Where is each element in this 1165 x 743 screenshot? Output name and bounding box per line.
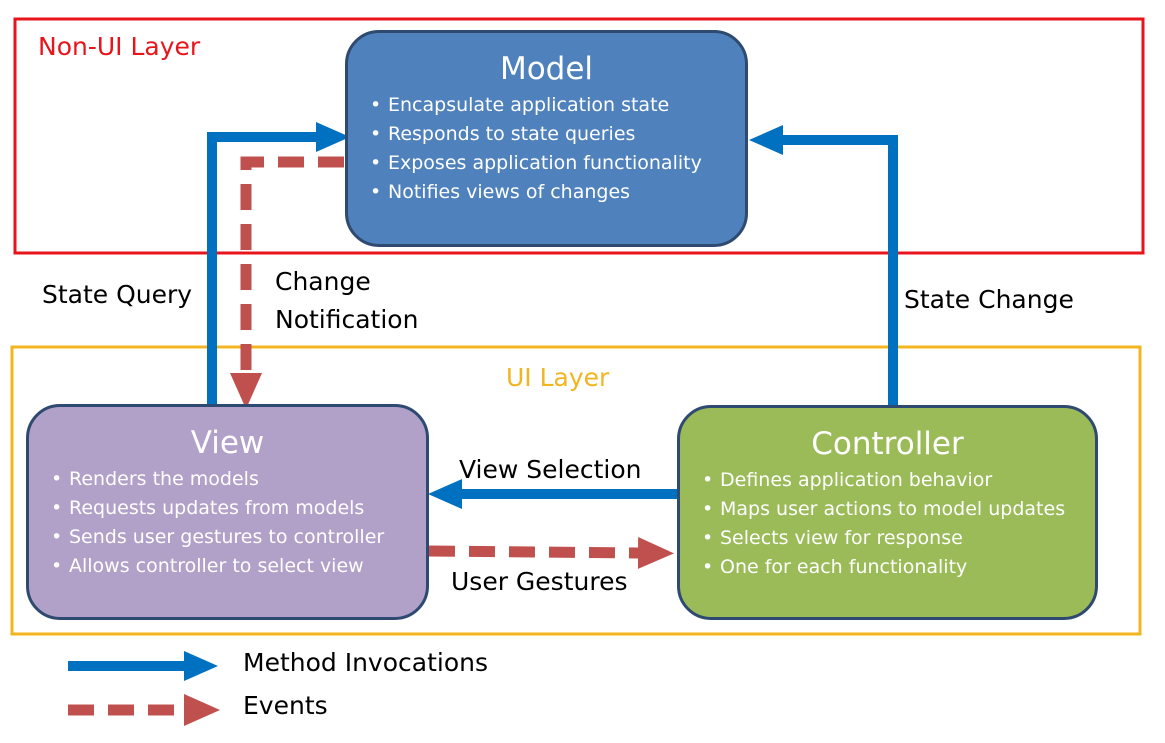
legend-method-label: Method Invocations [243,648,488,677]
list-item: •Selects view for response [702,527,963,549]
view-box: View •Renders the models •Requests updat… [26,404,429,620]
non-ui-layer-label: Non-UI Layer [38,32,201,61]
non-ui-layer-frame [13,17,1145,255]
list-item: •Allows controller to select view [51,555,364,577]
ui-layer-label: UI Layer [506,363,610,392]
view-title: View [190,425,265,461]
change-notification-label-line1: Change [275,267,371,296]
list-item: •Responds to state queries [370,123,636,145]
change-notification-label-line2: Notification [275,305,419,334]
model-responsibilities: •Encapsulate application state •Responds… [370,91,745,207]
list-item: •Exposes application functionality [370,152,702,174]
view-responsibilities: •Renders the models •Requests updates fr… [51,465,426,581]
list-item: •Sends user gestures to controller [51,526,385,548]
controller-box: Controller •Defines application behavior… [677,405,1098,620]
view-selection-label: View Selection [459,455,642,484]
state-change-label: State Change [904,285,1074,314]
model-title: Model [499,51,594,87]
model-box: Model •Encapsulate application state •Re… [345,30,748,247]
list-item: •Notifies views of changes [370,181,631,203]
list-item: •Maps user actions to model updates [702,498,1066,520]
list-item: •Requests updates from models [51,497,365,519]
controller-responsibilities: •Defines application behavior •Maps user… [702,466,1095,582]
state-query-arrow [207,122,350,404]
controller-title: Controller [811,426,964,462]
change-notification-arrow [230,156,344,409]
legend-event-label: Events [243,691,328,720]
user-gestures-arrow [428,536,674,569]
ui-layer-frame [10,345,1142,636]
list-item: •Renders the models [51,468,259,490]
state-query-label: State Query [42,280,193,309]
list-item: •Defines application behavior [702,469,993,491]
state-change-arrow [749,125,898,406]
list-item: •One for each functionality [702,556,968,578]
list-item: •Encapsulate application state [370,94,670,116]
user-gestures-label: User Gestures [451,567,628,596]
